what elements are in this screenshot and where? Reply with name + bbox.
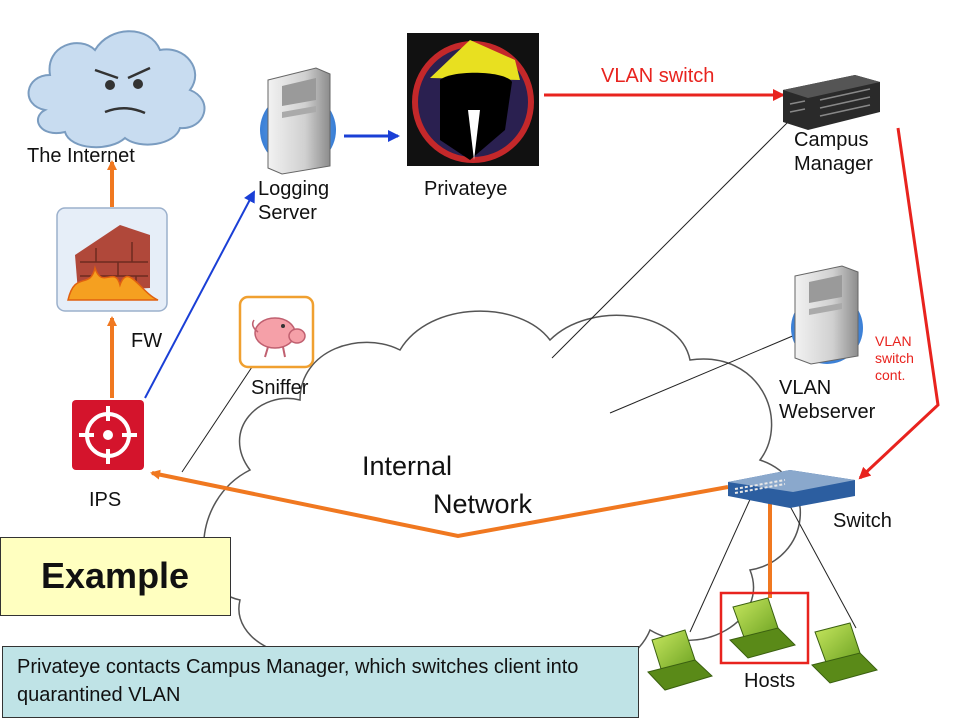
link-switch-ips [150,469,729,539]
caption-box: Privateye contacts Campus Manager, which… [2,646,639,718]
ips-target-icon [72,400,144,470]
network-switch-icon [728,470,855,508]
link-switch-host-left [689,494,753,633]
spy-icon [407,33,539,166]
cloud-face-icon [27,30,206,149]
internal-network-label-line1: Internal [362,451,453,481]
ips-label: IPS [89,489,122,511]
vlan-switch-cont-label: VLAN switch cont. [875,333,914,383]
pig-icon [238,295,315,369]
example-title: Example [41,555,190,596]
laptop-icon [729,597,796,659]
selected-host-highlight [719,591,810,665]
internet-label: The Internet [27,145,135,167]
laptop-icon [647,629,713,691]
link-sniffer-ips [181,357,259,473]
internal-network-label-line2: Network [433,489,533,519]
hosts-label: Hosts [744,670,796,692]
link-ips-logging [144,190,255,399]
example-box: Example [0,537,231,616]
sniffer-label: Sniffer [251,377,309,399]
server-icon [791,265,863,365]
link-webserver-net [609,334,796,414]
rack-server-icon [783,75,880,130]
link-switch-campus [551,117,793,359]
vlan-webserver-label: VLAN Webserver [779,377,876,423]
caption-text: Privateye contacts Campus Manager, which… [17,656,579,706]
logging-server-label: Logging Server [258,178,330,224]
campus-manager-label: Campus Manager [794,129,873,175]
fw-label: FW [131,330,163,352]
vlan-switch-label: VLAN switch [601,65,715,87]
switch-label: Switch [833,510,892,532]
server-icon [260,67,336,175]
firewall-icon [56,207,168,312]
link-campus-switch [858,127,940,480]
privateeye-label: Privateye [424,178,508,200]
link-switch-host-right [783,494,857,629]
laptop-icon [811,622,878,684]
